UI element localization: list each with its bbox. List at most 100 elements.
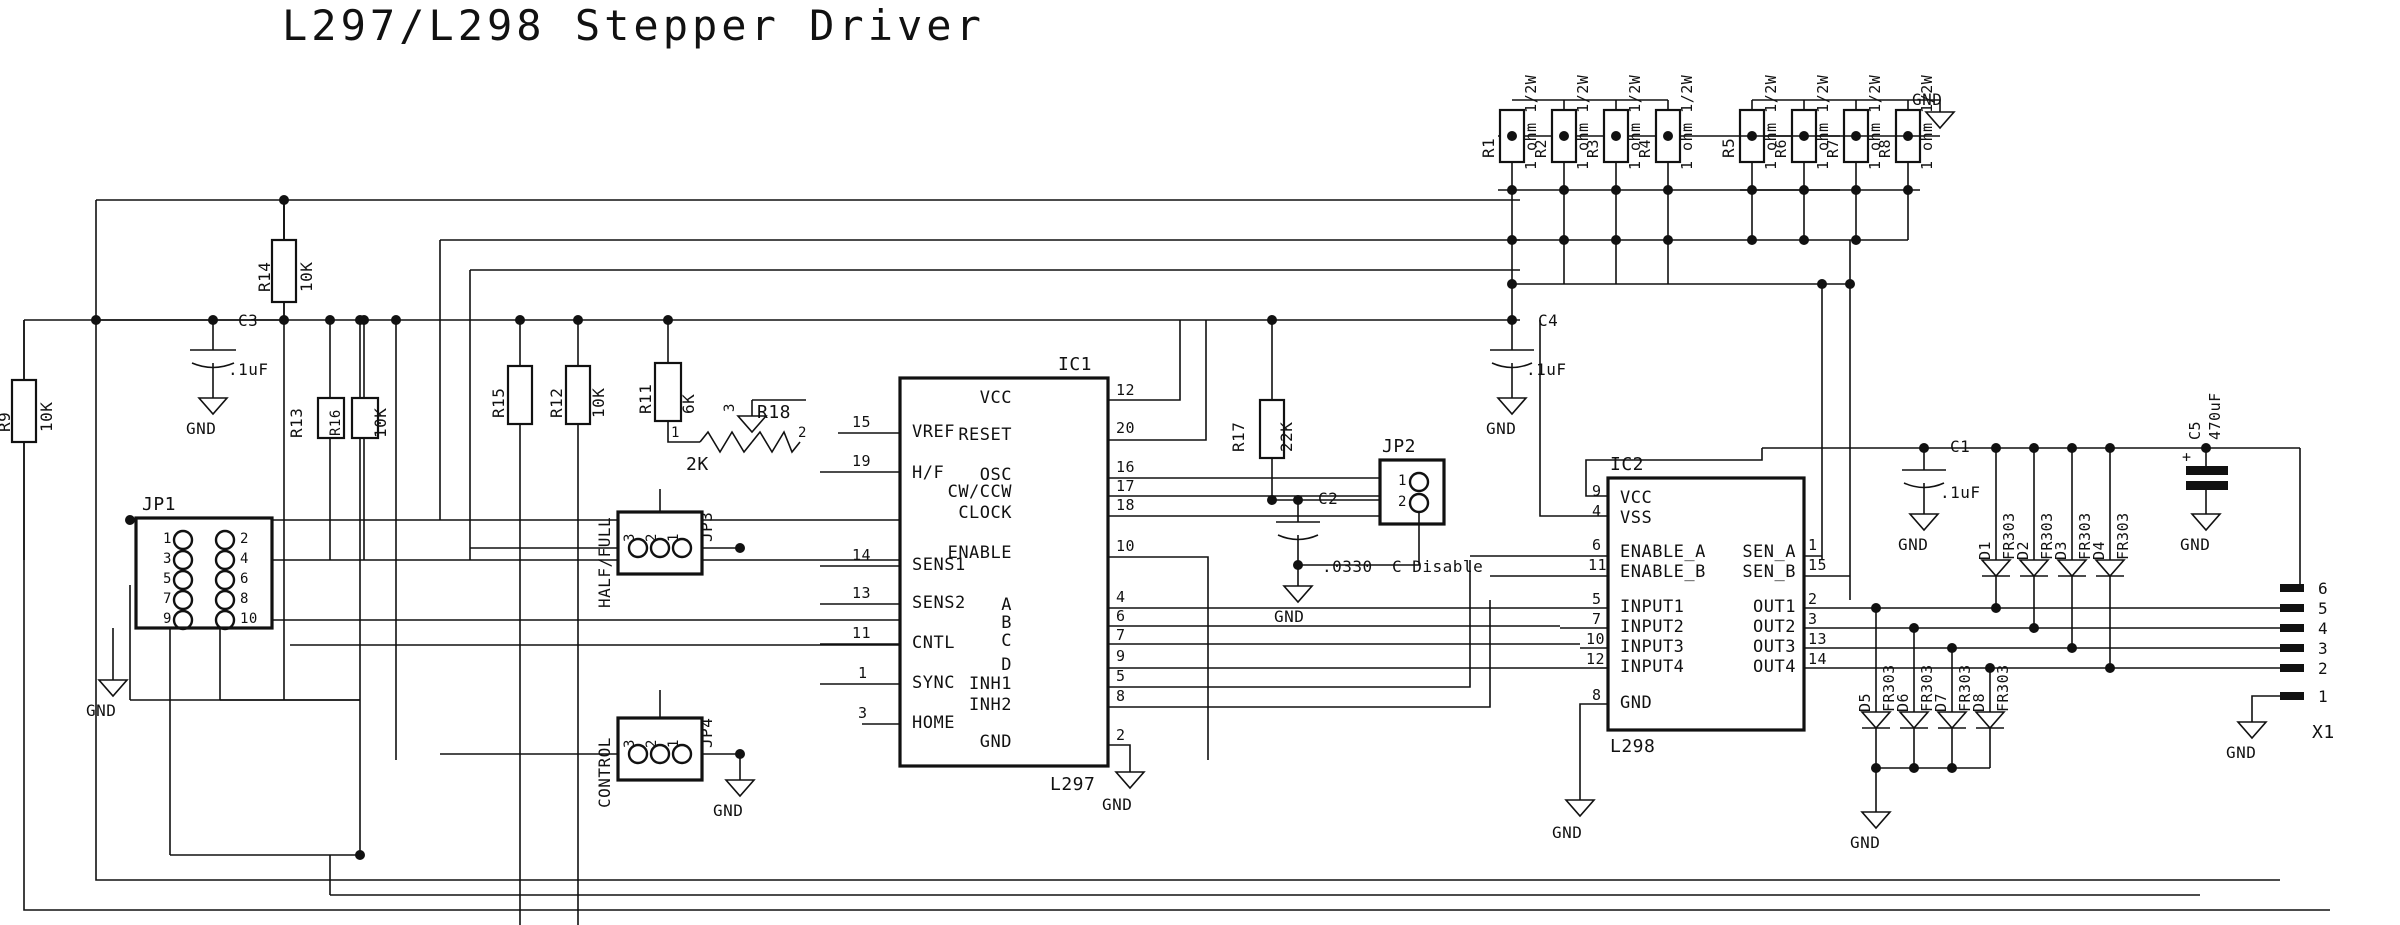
jp3-pin-1: 1	[666, 533, 682, 542]
ic1-num-7: 7	[1116, 626, 1126, 644]
jumper-jp3[interactable]: 3 2 1 JP3 HALF/FULL	[470, 489, 740, 608]
ic1-ref: IC1	[1058, 354, 1092, 375]
ic1-pin-b: B	[1001, 613, 1012, 633]
d5-ref: D5	[1856, 693, 1874, 712]
ic1-pin-enable: ENABLE	[948, 543, 1012, 563]
r5-value: 1 ohm 1/2W	[1762, 74, 1780, 170]
x1-pin-2: 2	[2318, 659, 2328, 678]
jp4-pin-1: 1	[666, 739, 682, 748]
ic1-num-19: 19	[852, 452, 871, 470]
ic1-num-13: 13	[852, 584, 871, 602]
ic2-pin-enb: ENABLE_B	[1620, 562, 1706, 582]
r9-value: 10K	[37, 402, 56, 432]
ic1-name: L297	[1050, 774, 1095, 795]
gnd-label-c5: GND	[2180, 535, 2210, 554]
jp1-pin-3: 3	[163, 551, 172, 567]
ic1-pin-a: A	[1001, 595, 1012, 615]
ic2-ref: IC2	[1610, 454, 1644, 475]
c5-value: 470uF	[2206, 392, 2224, 440]
jp2-note: C Disable	[1392, 557, 1483, 576]
ic1-pin-vref: VREF	[912, 422, 955, 442]
ic1-num-16: 16	[1116, 458, 1135, 476]
jp1-pin-8: 8	[240, 591, 249, 607]
r16-value: 10K	[371, 408, 390, 438]
ic2-num-14: 14	[1808, 650, 1827, 668]
connector-jp1[interactable]: JP1 1 2 3 4 5 6 7 8 9 10	[134, 494, 274, 631]
c2-ref: C2	[1318, 489, 1338, 508]
ic2-num-11: 11	[1588, 556, 1607, 574]
r11-value: 6K	[679, 394, 698, 414]
r14-ref: R14	[255, 262, 274, 292]
r2-value: 1 ohm 1/2W	[1574, 74, 1592, 170]
ic1-pin-d: D	[1001, 655, 1012, 675]
c4-ref: C4	[1538, 311, 1558, 330]
ic1-num-18: 18	[1116, 496, 1135, 514]
jp4-ref: JP4	[697, 718, 716, 748]
d4-value: FR303	[2114, 512, 2132, 560]
ic1-pin-clock: CLOCK	[958, 503, 1012, 523]
c3-ref: C3	[238, 311, 258, 330]
jp1-pin-10: 10	[240, 611, 258, 627]
jumper-jp2[interactable]: JP2 1 2 C Disable	[1298, 436, 1483, 576]
ic2-num-3: 3	[1808, 610, 1818, 628]
r12-ref: R12	[547, 388, 566, 418]
potentiometer-r18[interactable]: 3 2 R18 2K	[686, 399, 807, 475]
ic1-pin-c: C	[1001, 631, 1012, 651]
x1-pin-5: 5	[2318, 599, 2328, 618]
r14-value: 10K	[297, 262, 316, 292]
ic2-num-2: 2	[1808, 590, 1818, 608]
ic2-pin-in4: INPUT4	[1620, 657, 1684, 677]
d6-ref: D6	[1894, 693, 1912, 712]
x1-ref: X1	[2312, 722, 2335, 743]
jp2-pin-2: 2	[1398, 494, 1407, 510]
ic2-pin-ena: ENABLE_A	[1620, 542, 1706, 562]
ic2-pin-vcc: VCC	[1620, 488, 1652, 508]
ic2-num-4: 4	[1592, 502, 1602, 520]
resistor-r14: R14 10K	[255, 200, 316, 320]
ic1-num-5: 5	[1116, 667, 1126, 685]
connector-x1[interactable]: 6 5 4 3 2 1 X1 GND	[2226, 448, 2335, 762]
r6-ref: R6	[1772, 139, 1790, 158]
ic1-pin-inh1: INH1	[969, 674, 1012, 694]
capacitor-c2: C2 .0330 GND	[1274, 489, 1372, 626]
ic2-num-12: 12	[1586, 650, 1605, 668]
gnd-label-ic1: GND	[1102, 795, 1132, 814]
ic1-num-11: 11	[852, 624, 871, 642]
r18-value: 2K	[686, 454, 709, 475]
d1-ref: D1	[1976, 541, 1994, 560]
r15-ref: R15	[489, 388, 508, 418]
wire-net	[23, 199, 2330, 911]
diode-bank-bottom: D5 FR303 D6 FR303 D7 FR303 D8 FR303 GND	[1850, 608, 2012, 852]
ic1-num-17: 17	[1116, 477, 1135, 495]
d3-value: FR303	[2076, 512, 2094, 560]
ic1-pin-inh2: INH2	[969, 695, 1012, 715]
c3-gnd-label: GND	[186, 419, 216, 438]
c1-ref: C1	[1950, 437, 1970, 456]
jumper-jp4[interactable]: 3 2 1 JP4 CONTROL GND	[440, 690, 756, 820]
r13-ref: R13	[287, 408, 306, 438]
gnd-label-diodes: GND	[1850, 833, 1880, 852]
ic1-num-20: 20	[1116, 419, 1135, 437]
gnd-ic2: GND	[1552, 799, 1596, 842]
d3-ref: D3	[2052, 541, 2070, 560]
r3-value: 1 ohm 1/2W	[1626, 74, 1644, 170]
ic2-num-6: 6	[1592, 536, 1602, 554]
ic1-num-2: 2	[1116, 726, 1126, 744]
x1-pin-4: 4	[2318, 619, 2328, 638]
d4-ref: D4	[2090, 541, 2108, 560]
ic2-pin-in3: INPUT3	[1620, 637, 1684, 657]
d6-value: FR303	[1918, 664, 1936, 712]
r12-value: 10K	[589, 388, 608, 418]
capacitor-c3: C3 .1uF GND	[186, 311, 268, 438]
ic2-name: L298	[1610, 736, 1655, 757]
capacitor-c1: C1 .1uF GND	[1762, 437, 2300, 554]
r1-value: 1 ohm 1/2W	[1522, 74, 1540, 170]
c5-plus: +	[2182, 448, 2192, 466]
r11-ref: R11	[636, 384, 655, 414]
r4-ref: R4	[1636, 139, 1654, 158]
gnd-jp1: GND	[86, 628, 129, 720]
ic1-num-9: 9	[1116, 647, 1126, 665]
jp2-ref: JP2	[1382, 436, 1416, 457]
